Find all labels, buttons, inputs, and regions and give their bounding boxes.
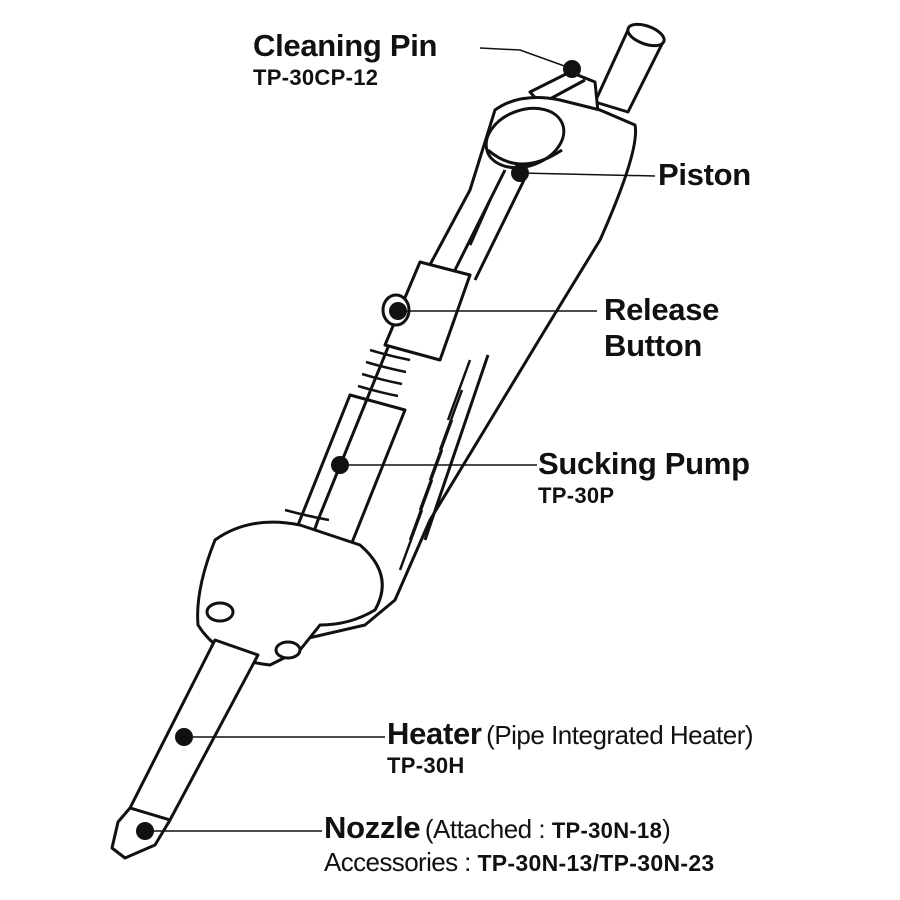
piston-rod-tube <box>593 22 666 114</box>
sucking-pump-code: TP-30P <box>538 483 615 508</box>
heater-name: Heater <box>387 716 482 751</box>
nozzle-name: Nozzle <box>324 810 421 845</box>
nozzle-accessories-codes: TP-30N-13/TP-30N-23 <box>477 850 715 876</box>
heater-note: (Pipe Integrated Heater) <box>486 720 754 750</box>
grip-ribs <box>398 354 490 571</box>
label-cleaning-pin: Cleaning Pin TP-30CP-12 <box>253 28 437 92</box>
heater-code: TP-30H <box>387 753 465 778</box>
piston-rod <box>453 169 527 281</box>
nozzle-attached-suffix: ) <box>662 814 671 844</box>
label-heater: Heater (Pipe Integrated Heater) TP-30H <box>387 716 754 780</box>
callout-dots <box>136 60 581 840</box>
dot-release-button <box>389 302 407 320</box>
leader-piston <box>519 172 656 177</box>
release-button-name-line1: Release <box>604 292 720 327</box>
nozzle-attached-code: TP-30N-18 <box>551 818 663 843</box>
label-sucking-pump: Sucking Pump TP-30P <box>538 446 750 510</box>
label-piston: Piston <box>658 157 751 193</box>
label-nozzle: Nozzle (Attached : TP-30N-18) Accessorie… <box>324 810 715 879</box>
label-release-button: Release Button <box>604 292 719 364</box>
nozzle-attached-prefix: (Attached : <box>424 814 552 844</box>
dot-cleaning-pin <box>563 60 581 78</box>
dot-heater <box>175 728 193 746</box>
dot-nozzle <box>136 822 154 840</box>
leader-lines <box>145 47 656 832</box>
cleaning-pin-name: Cleaning Pin <box>253 28 438 63</box>
leader-cleaning-pin <box>479 47 571 69</box>
piston-head <box>484 106 566 170</box>
release-button-name-line2: Button <box>604 328 703 363</box>
dot-sucking-pump <box>331 456 349 474</box>
piston-name: Piston <box>658 157 751 192</box>
cleaning-pin-code: TP-30CP-12 <box>253 65 379 90</box>
sucking-pump-name: Sucking Pump <box>538 446 750 481</box>
heater-pipe <box>128 638 260 822</box>
nozzle-accessories-prefix: Accessories : <box>324 847 478 877</box>
pump-body-outline <box>288 96 638 642</box>
heater-flange <box>196 520 384 667</box>
dot-piston <box>511 164 529 182</box>
